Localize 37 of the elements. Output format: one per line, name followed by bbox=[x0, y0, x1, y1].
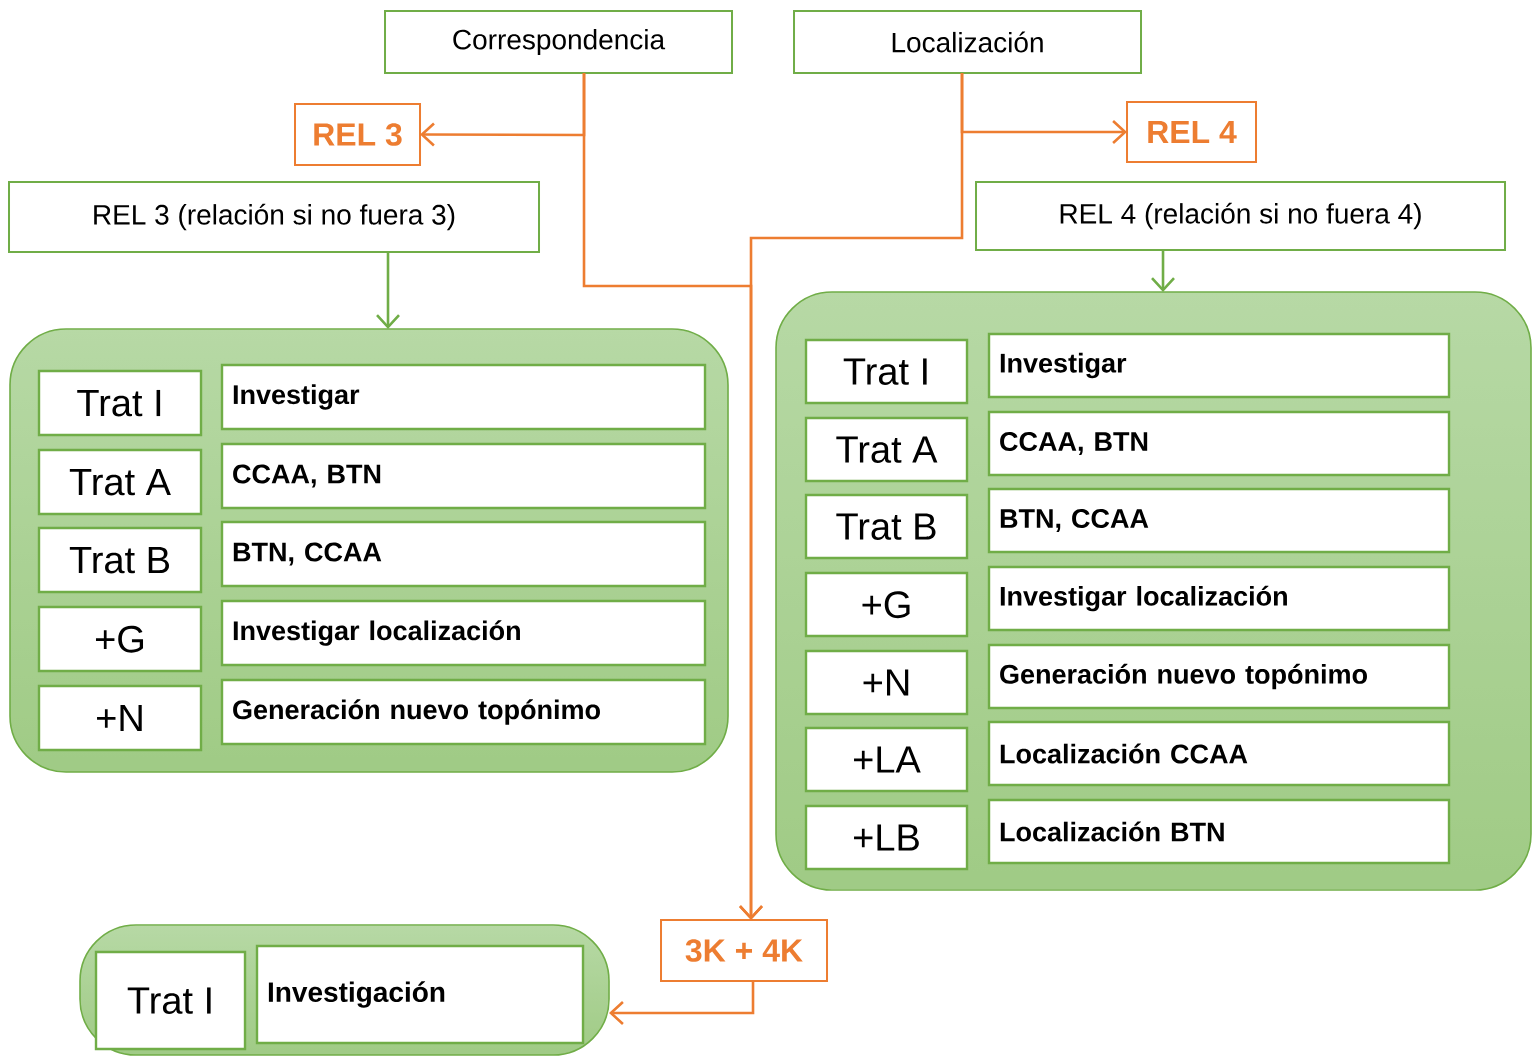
arrow bbox=[376, 252, 400, 329]
table-cell: Localización CCAA bbox=[987, 720, 1451, 787]
label-box: 3K + 4K bbox=[660, 919, 828, 982]
table-cell: +G bbox=[37, 605, 203, 673]
text-box: REL 3 (relación si no fuera 3) bbox=[8, 181, 540, 253]
table-cell: Investigar localización bbox=[987, 565, 1451, 632]
table-cell: Generación nuevo topónimo bbox=[220, 678, 707, 746]
label-box: REL 4 bbox=[1126, 101, 1257, 163]
table-cell: Investigar bbox=[987, 332, 1451, 399]
table-cell: BTN, CCAA bbox=[987, 487, 1451, 554]
table-cell: Trat I bbox=[37, 369, 203, 437]
text-box: REL 4 (relación si no fuera 4) bbox=[975, 181, 1506, 251]
arrow bbox=[609, 981, 755, 1025]
table-cell: Trat B bbox=[804, 493, 969, 560]
table-cell: Trat A bbox=[804, 416, 969, 483]
label-box: REL 3 bbox=[294, 103, 421, 166]
table-cell: +N bbox=[804, 649, 969, 716]
arrow bbox=[1151, 250, 1175, 292]
table-cell: +LB bbox=[804, 804, 969, 871]
text-box: Localización bbox=[793, 10, 1142, 74]
table-cell: Trat A bbox=[37, 448, 203, 516]
table-cell: Trat I bbox=[94, 950, 247, 1051]
table-cell: +N bbox=[37, 684, 203, 752]
table-cell: Investigar bbox=[220, 363, 707, 431]
table-cell: Trat B bbox=[37, 526, 203, 594]
table-cell: +LA bbox=[804, 726, 969, 793]
table-cell: Investigar localización bbox=[220, 599, 707, 667]
table-cell: Localización BTN bbox=[987, 798, 1451, 865]
table-cell: CCAA, BTN bbox=[987, 410, 1451, 477]
arrow bbox=[739, 73, 964, 920]
table-cell: Trat I bbox=[804, 338, 969, 405]
table-cell: CCAA, BTN bbox=[220, 442, 707, 510]
table-cell: Investigación bbox=[255, 944, 585, 1045]
table-cell: Generación nuevo topónimo bbox=[987, 643, 1451, 710]
table-cell: BTN, CCAA bbox=[220, 520, 707, 588]
table-cell: +G bbox=[804, 571, 969, 638]
text-box: Correspondencia bbox=[384, 10, 733, 74]
